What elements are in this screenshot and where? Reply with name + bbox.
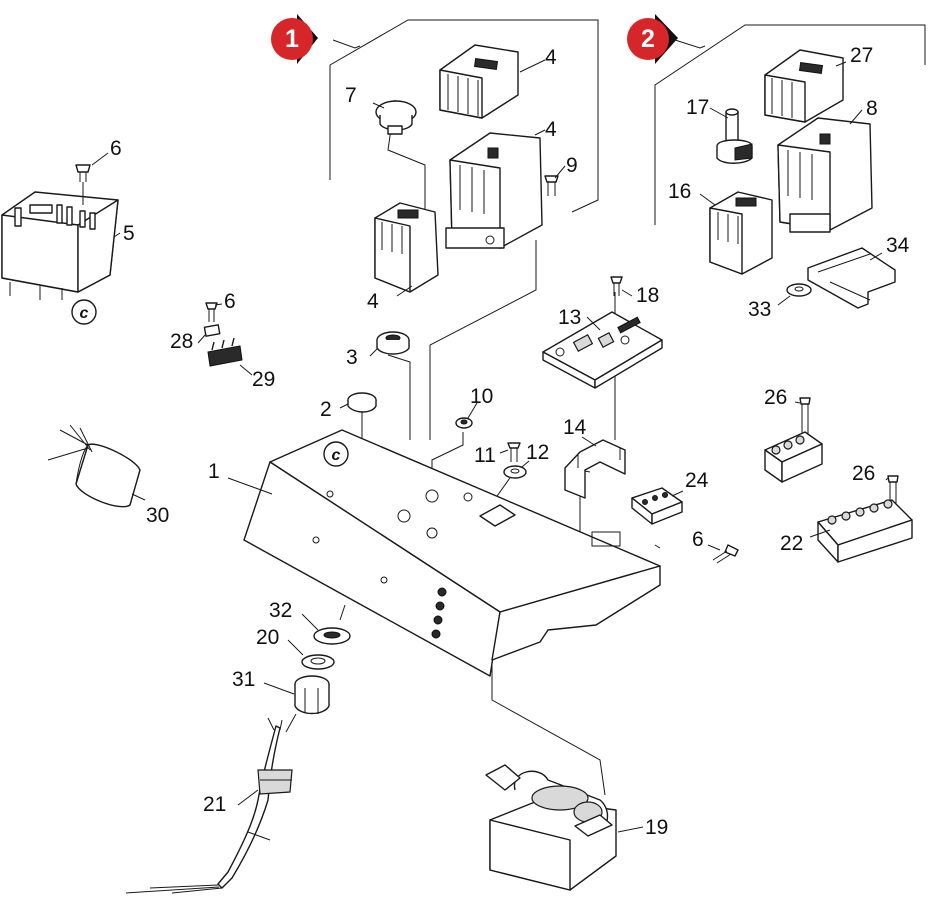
washer-28[interactable] [203, 324, 221, 337]
aux-block-4[interactable] [374, 202, 439, 293]
callout-2: 2 [320, 398, 332, 421]
contactor-8[interactable] [777, 117, 873, 233]
circuit-board-13[interactable] [542, 311, 663, 389]
callout-26-upper: 26 [764, 386, 787, 409]
cable-21[interactable] [125, 713, 297, 894]
callout-10: 10 [470, 385, 493, 408]
bracket-14[interactable] [564, 439, 626, 499]
callout-21: 21 [203, 793, 226, 816]
callout-30: 30 [146, 504, 169, 527]
transformer-19[interactable] [485, 764, 617, 891]
terminal-block-26[interactable] [764, 431, 823, 483]
callout-18: 18 [636, 284, 659, 307]
callout-1: 1 [208, 460, 220, 483]
capacitor-30[interactable] [47, 424, 141, 508]
callout-6-relay: 6 [110, 137, 122, 160]
callout-27: 27 [850, 44, 873, 67]
screw-11[interactable] [507, 442, 521, 462]
callout-3: 3 [346, 346, 358, 369]
callout-28: 28 [170, 330, 193, 353]
contactor-4-top[interactable] [439, 44, 519, 119]
callout-4-aux: 4 [367, 290, 379, 313]
washer-20[interactable] [301, 654, 335, 670]
svg-text:c: c [332, 447, 341, 464]
relay-5[interactable] [1, 182, 119, 300]
screw-6-terminal[interactable] [205, 302, 218, 322]
din-rail-34[interactable] [807, 247, 896, 309]
callout-29: 29 [252, 368, 275, 391]
panel-led-column [431, 587, 447, 639]
callout-19: 19 [645, 816, 668, 839]
callout-9: 9 [566, 154, 578, 177]
callout-24: 24 [685, 469, 709, 492]
callout-13: 13 [558, 306, 581, 329]
terminal-block-22[interactable] [817, 499, 913, 563]
knob-17[interactable] [716, 108, 753, 164]
kit-bracket-2 [654, 24, 926, 225]
callout-12: 12 [526, 441, 549, 464]
callout-5: 5 [123, 222, 135, 245]
callout-20: 20 [256, 626, 279, 649]
callout-11: 11 [474, 444, 496, 467]
cert-mark-b: c [323, 441, 349, 467]
callout-34: 34 [886, 234, 910, 257]
callout-22: 22 [780, 532, 803, 555]
callout-32: 32 [269, 599, 292, 622]
kit-marker-2[interactable]: 2 [627, 14, 678, 64]
callout-14: 14 [563, 416, 587, 439]
svg-text:c: c [80, 305, 89, 322]
callout-26-lower: 26 [852, 462, 875, 485]
aux-block-16[interactable] [709, 191, 773, 275]
callout-6-terminal: 6 [224, 290, 236, 313]
washer-32[interactable] [313, 627, 351, 645]
kit-marker-1[interactable]: 1 [271, 14, 318, 64]
nut-10[interactable] [455, 417, 473, 429]
terminal-29[interactable] [207, 337, 243, 367]
callout-8: 8 [866, 97, 878, 120]
label-leaders [91, 59, 889, 833]
callout-labels: 4 4 7 9 4 6 5 6 28 29 3 2 10 11 12 13 18… [110, 44, 910, 839]
callout-6-side: 6 [692, 528, 704, 551]
screw-6-side[interactable] [712, 544, 739, 564]
callout-4-main: 4 [545, 118, 557, 141]
marker-2-badge [627, 18, 669, 60]
marker-1-number: 1 [285, 25, 299, 53]
plug-2[interactable] [347, 392, 377, 413]
callout-16: 16 [668, 180, 691, 203]
callout-7: 7 [345, 84, 357, 107]
washer-12[interactable] [503, 465, 527, 479]
callout-17: 17 [686, 96, 709, 119]
callout-4-top: 4 [545, 46, 557, 69]
marker-1-badge [271, 18, 313, 60]
push-button-7[interactable] [375, 100, 417, 135]
screw-9[interactable] [544, 175, 559, 196]
contactor-4-main[interactable] [445, 132, 543, 249]
screw-26-upper[interactable] [799, 397, 811, 440]
grommet-3[interactable] [376, 331, 410, 355]
callout-31: 31 [232, 668, 255, 691]
screw-18[interactable] [610, 276, 623, 296]
marker-2-number: 2 [641, 25, 655, 53]
gland-nut-31[interactable] [294, 675, 330, 715]
screw-6-relay[interactable] [75, 164, 91, 182]
callout-33: 33 [748, 298, 771, 321]
contactor-27[interactable] [764, 49, 844, 123]
kit-bracket-1 [329, 19, 599, 213]
washer-33[interactable] [786, 283, 812, 297]
cert-mark-a: c [71, 299, 97, 325]
terminal-strip-24[interactable] [631, 487, 683, 525]
base-plate-1[interactable] [243, 429, 661, 677]
